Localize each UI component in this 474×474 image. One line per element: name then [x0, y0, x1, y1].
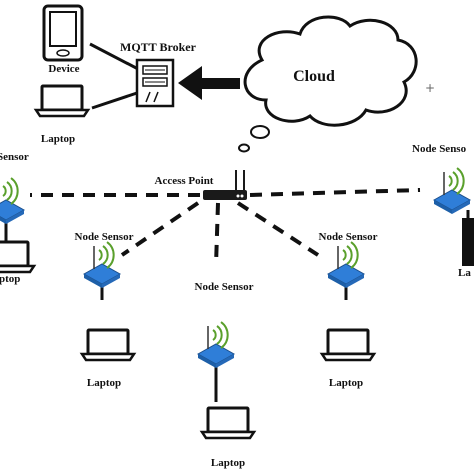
laptop-right-label: La	[458, 267, 471, 279]
link-ap-sensor-4	[236, 201, 320, 257]
node-sensor-4-icon	[327, 241, 365, 289]
laptop-top-icon	[34, 84, 90, 118]
node-sensor-right-label: Node Senso	[412, 143, 467, 155]
laptop-4-icon	[320, 328, 376, 362]
node-sensor-4-label: Node Sensor	[319, 231, 378, 243]
laptop-4-label: Laptop	[329, 377, 363, 389]
access-point-router-icon	[203, 170, 247, 200]
laptop-3-icon	[200, 406, 256, 440]
link-ap-sensor-2	[120, 201, 200, 257]
node-sensor-2-icon	[83, 241, 121, 289]
device-label: Device	[48, 63, 79, 75]
mqtt-broker-label: MQTT Broker	[120, 40, 197, 54]
link-device-broker	[89, 42, 141, 72]
laptop-top-label: Laptop	[41, 133, 75, 145]
device-phone-icon	[42, 4, 84, 62]
link-ap-right-sensor	[249, 188, 421, 197]
link-laptop-broker	[91, 90, 141, 110]
cloud-icon	[238, 15, 418, 153]
link-ap-sensor-3	[214, 202, 220, 266]
mqtt-broker-server-icon	[135, 58, 175, 108]
connections	[30, 188, 421, 266]
crosshair-mark: +	[425, 81, 435, 95]
node-sensor-3-label: Node Sensor	[195, 281, 254, 293]
cloud-label: Cloud	[293, 68, 335, 85]
node-sensor-2-label: Node Sensor	[75, 231, 134, 243]
node-sensor-3-icon	[197, 321, 235, 369]
laptop-2-label: Laptop	[87, 377, 121, 389]
access-point-label: Access Point	[155, 175, 214, 187]
node-sensor-left-label: Sensor	[0, 151, 29, 163]
laptop-left-label: ptop	[0, 273, 20, 285]
laptop-right-icon	[462, 218, 474, 266]
arrow-cloud-to-broker	[178, 66, 240, 100]
laptop-left-icon	[0, 240, 36, 274]
laptop-2-icon	[80, 328, 136, 362]
node-sensor-left-icon	[0, 177, 25, 225]
laptop-3-label: Laptop	[211, 457, 245, 469]
node-sensor-right-icon	[433, 167, 471, 215]
